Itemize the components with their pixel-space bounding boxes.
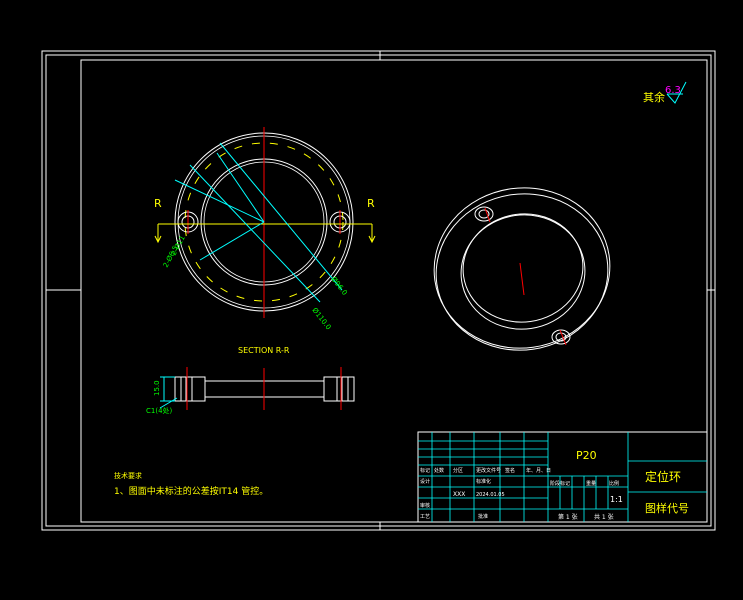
part-number: P20 — [576, 449, 597, 462]
section-title: SECTION R-R — [238, 346, 290, 355]
label-scale: 比例 — [609, 480, 619, 487]
label-change-doc: 更改文件号 — [476, 467, 501, 474]
label-review: 审核 — [420, 502, 430, 509]
label-count: 处数 — [434, 467, 444, 474]
pcd-inner-dimension: Ø96.0 — [329, 275, 348, 297]
section-right-flange — [323, 376, 355, 402]
zone-marks — [46, 51, 715, 530]
chamfer-note: C1(4处) — [146, 406, 173, 415]
notes-title: 技术要求 — [114, 471, 142, 480]
roughness-check-icon — [666, 81, 687, 104]
scale-value: 1:1 — [610, 495, 623, 504]
label-signature: 签名 — [505, 467, 515, 474]
surface-roughness-symbol: 其余 6.3 — [643, 81, 687, 104]
cut-label-right: R — [367, 197, 375, 210]
notes-line-1: 1、图面中未标注的公差按IT14 管控。 — [114, 485, 268, 497]
cut-label-left: R — [154, 197, 162, 210]
pcd-outer-dimension: Ø110.0 — [310, 306, 332, 331]
roughness-value: 6.3 — [665, 85, 681, 96]
section-left-flange — [174, 376, 206, 402]
label-zone: 分区 — [453, 467, 463, 474]
label-date: 年、月、日 — [526, 467, 551, 474]
label-design: 设计 — [420, 478, 430, 485]
section-view: SECTION R-R 15.0 C1(4处) — [146, 346, 355, 415]
top-view: R R Ø110.0 Ø96.0 2-Ø6.5 2-Ø11 — [154, 127, 376, 331]
label-weight: 重量 — [586, 480, 596, 487]
label-approve: 批准 — [478, 513, 488, 520]
design-date: 2024.01.05 — [476, 492, 505, 498]
isometric-view — [433, 187, 611, 351]
thickness-dimension: 15.0 — [153, 380, 161, 396]
label-mark: 标记 — [420, 467, 430, 474]
title-block: P20 定位环 图样代号 1:1 第 1 张 共 1 张 XXX 2024.01… — [417, 431, 708, 523]
designer-name: XXX — [453, 491, 465, 498]
label-standard: 标准化 — [476, 478, 491, 485]
sheet-border — [41, 50, 716, 531]
dimension-leaders — [174, 142, 343, 303]
label-process: 工艺 — [420, 514, 430, 520]
label-stage: 阶段标记 — [550, 480, 570, 487]
pcd-circle — [184, 142, 344, 302]
drawing-number: 图样代号 — [645, 501, 689, 515]
part-name: 定位环 — [645, 469, 681, 484]
section-cut-line — [154, 223, 376, 244]
sheet-number: 第 1 张 — [558, 513, 578, 521]
sheet-total: 共 1 张 — [594, 513, 614, 521]
roughness-prefix: 其余 — [643, 90, 665, 104]
